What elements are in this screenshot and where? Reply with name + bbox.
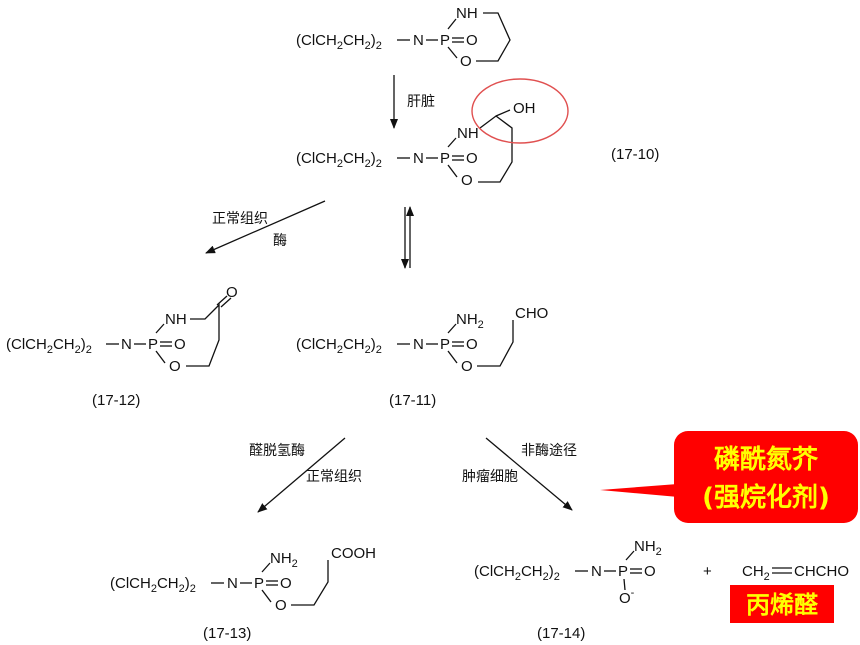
keto-o: O — [226, 284, 238, 301]
hydroxy-cyclophosphamide-structure: (ClCH2CH2)2 N P O NH O OH — [296, 100, 536, 189]
aldophosphamide-structure: (ClCH2CH2)2 N P O NH2 O CHO — [296, 305, 548, 375]
cyclophosphamide-structure: (ClCH2CH2)2 N P O NH O — [296, 5, 511, 70]
normal-tissue-label: 正常组织 — [212, 211, 268, 227]
nh2-text: NH2 — [270, 550, 298, 570]
p-atom: P — [440, 32, 450, 49]
n-atom: N — [227, 575, 238, 592]
chain-text: (ClCH2CH2)2 — [6, 336, 92, 356]
n-atom: N — [413, 336, 424, 353]
acrolein-label: 丙烯醛 — [746, 591, 819, 619]
p-atom: P — [254, 575, 264, 592]
highlight-circle — [471, 78, 569, 144]
compound-id-17-11: (17-11) — [389, 392, 436, 409]
compound-id-17-12: (17-12) — [92, 392, 140, 409]
callout-line-2: (强烷化剂) — [702, 482, 830, 513]
n-atom: N — [121, 336, 132, 353]
n-atom: N — [413, 150, 424, 167]
phosphoramide-mustard-structure: (ClCH2CH2)2 N P O NH2 O- — [474, 538, 662, 607]
o-eq: O — [280, 575, 292, 592]
chain-text: (ClCH2CH2)2 — [110, 575, 196, 595]
phosphoramide-mustard-callout: 磷酰氮芥 (强烷化剂) — [600, 431, 858, 523]
nh2-text: NH2 — [634, 538, 662, 558]
chain-text: (ClCH2CH2)2 — [296, 32, 382, 52]
cooh-text: COOH — [331, 545, 376, 562]
carboxyphosphamide-structure: (ClCH2CH2)2 N P O NH2 O COOH — [110, 545, 376, 614]
svg-text:CHCHO: CHCHO — [794, 563, 849, 580]
o-ring: O — [460, 53, 472, 70]
oh-text: OH — [513, 100, 536, 117]
o-minus: O- — [619, 587, 635, 607]
o-eq: O — [466, 150, 478, 167]
nh-text: NH — [165, 311, 187, 328]
n-atom: N — [413, 32, 424, 49]
aldehyde-dehydrogenase-label: 醛脱氢酶 — [249, 443, 305, 459]
callout-line-1: 磷酰氮芥 — [714, 445, 819, 475]
liver-label: 肝脏 — [407, 94, 435, 110]
compound-id-17-13: (17-13) — [203, 625, 251, 642]
cho-text: CHO — [515, 305, 548, 322]
p-atom: P — [440, 336, 450, 353]
acrolein-formula: CH2 CHCHO — [742, 563, 849, 583]
nh2-text: NH2 — [456, 311, 484, 331]
non-enzymatic-label: 非酶途径 — [521, 442, 577, 459]
o-chain: O — [275, 597, 287, 614]
o-ring: O — [169, 358, 181, 375]
acrolein-label-box: 丙烯醛 — [730, 585, 834, 623]
p-atom: P — [148, 336, 158, 353]
plus-sign: + — [703, 563, 712, 580]
normal-tissue-label-2: 正常组织 — [306, 469, 362, 485]
compound-id-17-10: (17-10) — [611, 146, 659, 163]
nh-text: NH — [457, 125, 479, 142]
o-chain: O — [461, 358, 473, 375]
chain-text: (ClCH2CH2)2 — [296, 336, 382, 356]
chain-text: (ClCH2CH2)2 — [296, 150, 382, 170]
nh-text: NH — [456, 5, 478, 22]
compound-id-17-14: (17-14) — [537, 625, 585, 642]
n-atom: N — [591, 563, 602, 580]
o-ring: O — [461, 172, 473, 189]
keto-cyclophosphamide-structure: (ClCH2CH2)2 N P O NH O O — [6, 284, 238, 375]
p-atom: P — [440, 150, 450, 167]
chain-text: (ClCH2CH2)2 — [474, 563, 560, 583]
tumor-cells-label: 肿瘤细胞 — [462, 468, 518, 485]
enzyme-label: 酶 — [273, 233, 287, 249]
p-atom: P — [618, 563, 628, 580]
svg-text:CH2: CH2 — [742, 563, 770, 583]
o-eq: O — [466, 32, 478, 49]
o-eq: O — [644, 563, 656, 580]
o-eq: O — [174, 336, 186, 353]
o-eq: O — [466, 336, 478, 353]
